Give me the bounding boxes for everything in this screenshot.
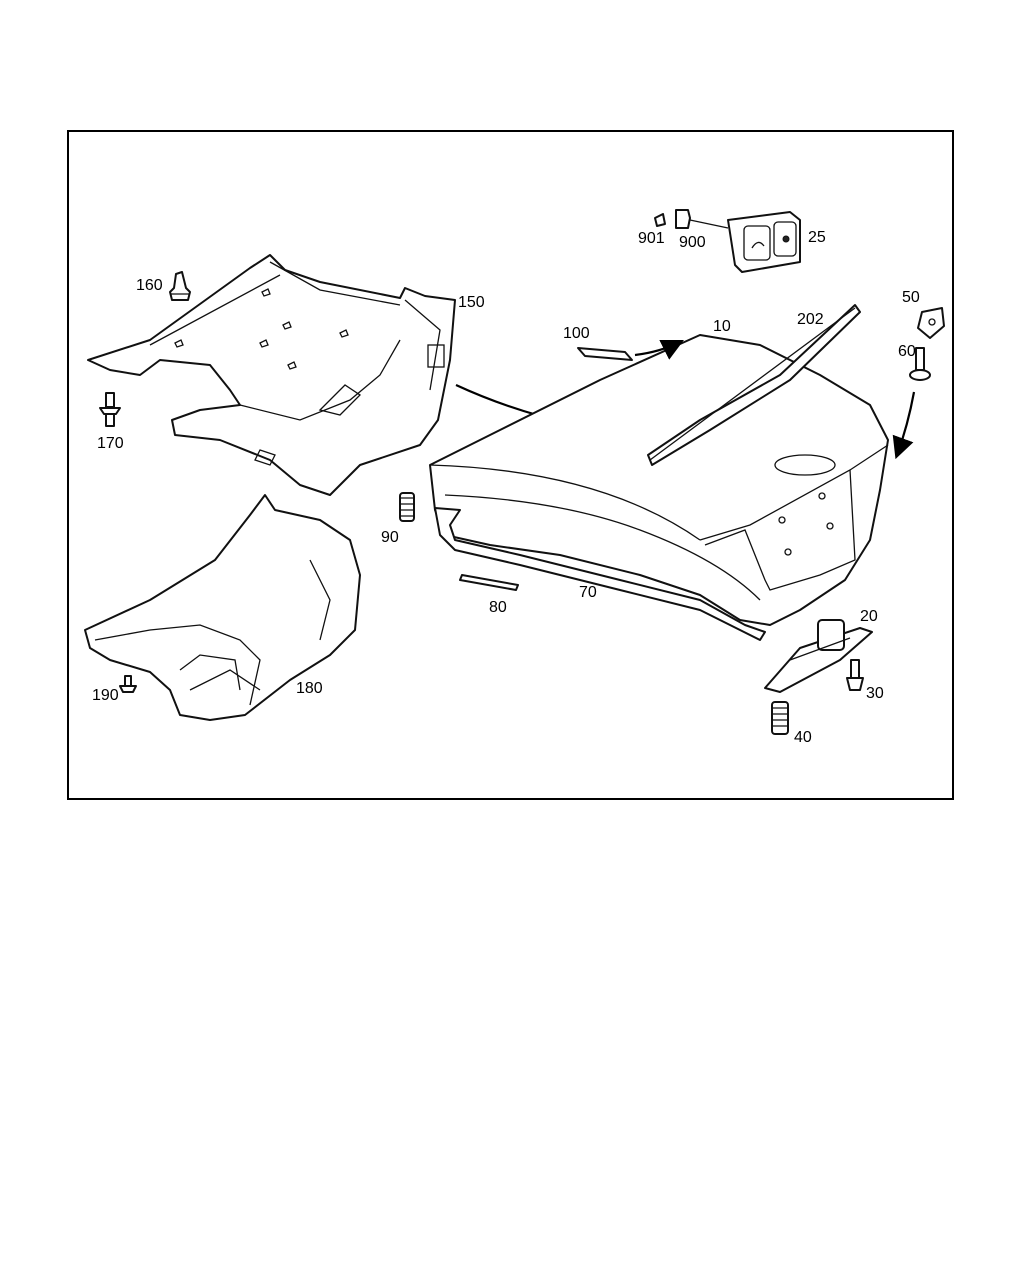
part-180-insulation-mat[interactable] (84, 494, 361, 721)
label-80: 80 (489, 599, 507, 616)
part-160-clip[interactable] (169, 271, 191, 301)
part-170-screw[interactable] (99, 392, 121, 427)
label-150: 150 (458, 294, 485, 311)
arrow-100-to-lid (634, 340, 684, 360)
label-70: 70 (579, 584, 597, 601)
part-100-cover[interactable] (577, 340, 684, 361)
part-30-screw[interactable] (846, 659, 864, 691)
part-10-trunk-lid[interactable] (429, 334, 889, 626)
part-150-trunk-lining[interactable] (87, 254, 456, 496)
part-202-spoiler-strip[interactable] (647, 304, 861, 466)
label-90: 90 (381, 529, 399, 546)
label-50: 50 (902, 289, 920, 306)
label-25: 25 (808, 229, 826, 246)
label-30: 30 (866, 685, 884, 702)
label-60: 60 (898, 343, 916, 360)
label-190: 190 (92, 687, 119, 704)
part-90-bump-stop[interactable] (399, 492, 415, 522)
label-900: 900 (679, 234, 706, 251)
part-80-strip[interactable] (459, 574, 519, 591)
label-170: 170 (97, 435, 124, 452)
part-70-seal[interactable] (434, 507, 766, 641)
part-20-lock[interactable] (764, 619, 873, 693)
part-25-switch[interactable] (727, 211, 801, 273)
arrow-60-to-lid (892, 391, 916, 460)
label-180: 180 (296, 680, 323, 697)
label-100: 100 (563, 325, 590, 342)
part-40-bump-stop[interactable] (771, 701, 789, 735)
part-50-bracket[interactable] (917, 307, 945, 339)
label-20: 20 (860, 608, 878, 625)
label-40: 40 (794, 729, 812, 746)
part-60-bolt[interactable] (892, 347, 931, 460)
label-202: 202 (797, 311, 824, 328)
part-901-pin[interactable] (654, 213, 666, 227)
label-901: 901 (638, 230, 665, 247)
part-190-screw[interactable] (119, 675, 137, 693)
label-160: 160 (136, 277, 163, 294)
label-10: 10 (713, 318, 731, 335)
part-900-connector[interactable] (675, 209, 729, 229)
